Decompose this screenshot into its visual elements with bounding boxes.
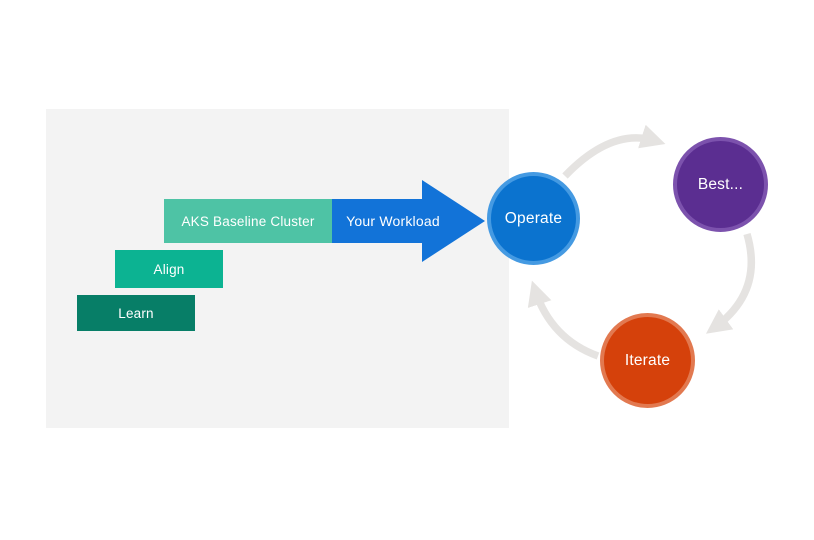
your-workload-label: Your Workload [346, 213, 440, 229]
node-best-label: Best... [697, 175, 744, 193]
node-operate-label: Operate [504, 209, 563, 227]
node-best: Best... [673, 137, 768, 232]
node-operate: Operate [487, 172, 580, 265]
bar-aks-baseline-cluster-label: AKS Baseline Cluster [181, 213, 315, 229]
arrow-iterate-to-operate-icon [527, 280, 600, 360]
arrow-operate-to-best-icon [562, 124, 666, 179]
your-workload-label-container: Your Workload [333, 199, 453, 243]
arrow-best-to-iterate-icon [705, 232, 756, 334]
bar-learn-label: Learn [118, 305, 154, 321]
bar-aks-baseline-cluster: AKS Baseline Cluster [164, 199, 332, 243]
bar-align: Align [115, 250, 223, 288]
node-iterate-label: Iterate [624, 351, 671, 369]
node-iterate: Iterate [600, 313, 695, 408]
bar-align-label: Align [153, 261, 185, 277]
bar-learn: Learn [77, 295, 195, 331]
